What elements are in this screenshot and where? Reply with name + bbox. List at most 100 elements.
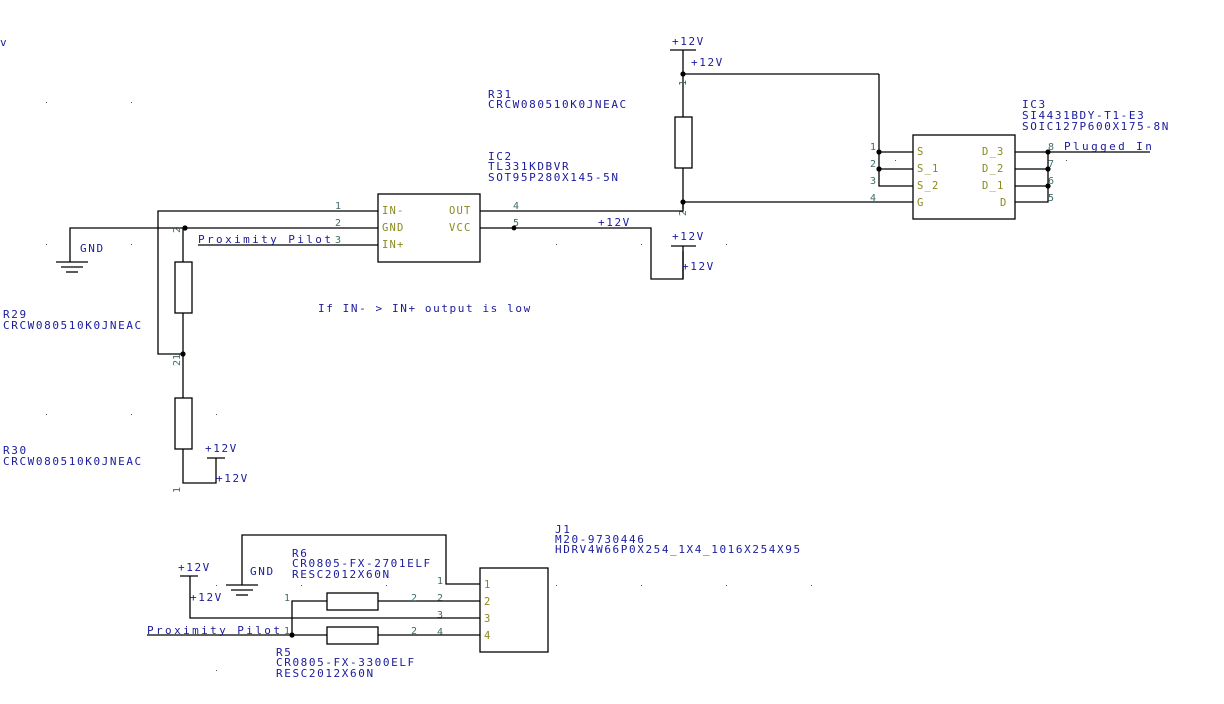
svg-text:S_1: S_1 xyxy=(917,163,940,175)
junction xyxy=(876,149,882,155)
j1-ref: J1 xyxy=(555,523,571,536)
wire-out-to-gate xyxy=(480,201,879,212)
resistor-r6[interactable]: 1 2 xyxy=(284,592,480,635)
svg-text:S_2: S_2 xyxy=(917,180,940,192)
net-label-gnd: GND xyxy=(80,242,105,255)
svg-text:1: 1 xyxy=(437,576,443,587)
r6-ref: R6 xyxy=(292,547,308,560)
svg-text:3: 3 xyxy=(484,613,492,625)
svg-text:8: 8 xyxy=(1048,142,1054,153)
svg-text:2: 2 xyxy=(172,360,183,366)
ic3-value: SI4431BDY-T1-E3 xyxy=(1022,109,1145,122)
svg-text:D_3: D_3 xyxy=(982,146,1005,158)
net-label-12v-j1: +12V xyxy=(190,591,223,604)
grid-dots xyxy=(46,102,1067,671)
svg-text:4: 4 xyxy=(513,201,519,212)
net-label-proximity-pilot-j1: Proximity Pilot xyxy=(147,624,282,637)
power-symbol-12v-vcc: +12V xyxy=(671,230,705,279)
svg-text:2: 2 xyxy=(335,218,341,229)
resistor-r30[interactable]: 2 1 xyxy=(172,354,217,493)
design-note: If IN- > IN+ output is low xyxy=(318,302,532,315)
r30-value: CRCW080510K0JNEAC xyxy=(3,455,143,468)
r29-ref: R29 xyxy=(3,308,28,321)
net-label-plugged-in: Plugged In xyxy=(1064,140,1154,153)
svg-text:5: 5 xyxy=(1048,193,1054,204)
gnd-symbol-j1 xyxy=(226,584,258,596)
svg-text:1: 1 xyxy=(284,626,290,637)
r5-footprint: RESC2012X60N xyxy=(276,667,375,680)
svg-text:2: 2 xyxy=(411,626,417,637)
connector-j1[interactable]: 1 2 3 4 1 2 3 4 xyxy=(437,567,549,653)
svg-text:D: D xyxy=(1000,197,1008,209)
gnd-symbol-ic2 xyxy=(56,261,88,273)
svg-text:2: 2 xyxy=(437,593,443,604)
svg-text:IN-: IN- xyxy=(382,205,405,217)
net-label-12v-vcc-2: +12V xyxy=(682,260,715,273)
r5-value: CR0805-FX-3300ELF xyxy=(276,656,416,669)
svg-text:D_1: D_1 xyxy=(982,180,1005,192)
wire-gnd-ic2 xyxy=(69,227,378,262)
ic3-mosfet[interactable]: S S_1 S_2 G D_3 D_2 D_1 D 1 2 3 4 8 7 6 … xyxy=(870,134,1054,220)
junction xyxy=(289,632,295,638)
svg-text:1: 1 xyxy=(335,201,341,212)
svg-text:5: 5 xyxy=(513,218,519,229)
net-label-12v-vcc: +12V xyxy=(598,216,631,229)
edge-fragment-label: v xyxy=(0,36,8,49)
wire-ic3-source-bus xyxy=(878,74,913,187)
svg-text:+12V: +12V xyxy=(672,230,705,243)
svg-text:1: 1 xyxy=(172,487,183,493)
svg-text:1: 1 xyxy=(484,579,492,591)
junction xyxy=(876,166,882,172)
ic3-ref: IC3 xyxy=(1022,98,1047,111)
svg-text:1: 1 xyxy=(870,142,876,153)
svg-text:4: 4 xyxy=(484,630,492,642)
r6-footprint: RESC2012X60N xyxy=(292,568,391,581)
wire-ic3-drain-bus xyxy=(1015,152,1049,203)
j1-footprint: HDRV4W66P0X254_1X4_1016X254X95 xyxy=(555,543,802,556)
net-label-12v-r30: +12V xyxy=(216,472,249,485)
svg-text:+12V: +12V xyxy=(178,561,211,574)
svg-text:OUT: OUT xyxy=(449,205,472,217)
ic2-comparator[interactable]: IN- GND IN+ OUT VCC 1 2 3 4 5 xyxy=(335,193,519,263)
power-symbol-12v-j1: +12V xyxy=(178,561,211,577)
svg-text:3: 3 xyxy=(335,235,341,246)
j1-value: M20-9730446 xyxy=(555,533,645,546)
svg-text:S: S xyxy=(917,146,925,158)
r31-value: CRCW080510K0JNEAC xyxy=(488,98,628,111)
ic2-ref: IC2 xyxy=(488,150,513,163)
resistor-r31[interactable]: 1 2 xyxy=(674,74,693,216)
ic2-footprint: SOT95P280X145-5N xyxy=(488,171,620,184)
r29-value: CRCW080510K0JNEAC xyxy=(3,319,143,332)
r31-ref: R31 xyxy=(488,88,513,101)
svg-text:7: 7 xyxy=(1048,159,1054,170)
net-label-gnd-j1: GND xyxy=(250,565,275,578)
svg-text:1: 1 xyxy=(284,593,290,604)
svg-text:VCC: VCC xyxy=(449,222,472,234)
svg-text:D_2: D_2 xyxy=(982,163,1005,175)
net-label-proximity-pilot: Proximity Pilot xyxy=(198,233,333,246)
svg-text:+12V: +12V xyxy=(205,442,238,455)
wire-j1-12v xyxy=(189,576,480,619)
svg-text:3: 3 xyxy=(437,610,443,621)
wire-j1-gnd xyxy=(241,534,480,585)
r5-ref: R5 xyxy=(276,646,292,659)
svg-text:IN+: IN+ xyxy=(382,239,405,251)
junction xyxy=(1045,166,1051,172)
svg-text:1: 1 xyxy=(172,354,183,360)
junction xyxy=(1045,149,1051,155)
svg-text:2: 2 xyxy=(870,159,876,170)
resistor-r29[interactable]: 2 1 xyxy=(172,227,193,360)
svg-text:4: 4 xyxy=(437,627,443,638)
svg-text:2: 2 xyxy=(678,210,689,216)
svg-text:+12V: +12V xyxy=(672,35,705,48)
r30-ref: R30 xyxy=(3,444,28,457)
power-symbol-12v-top: +12V xyxy=(670,35,705,74)
ic3-footprint: SOIC127P600X175-8N xyxy=(1022,120,1170,133)
svg-text:2: 2 xyxy=(484,596,492,608)
wire-vcc-12v xyxy=(480,227,684,280)
svg-text:2: 2 xyxy=(172,227,183,233)
svg-text:2: 2 xyxy=(411,593,417,604)
resistor-r5[interactable]: 1 2 xyxy=(284,626,480,645)
junction xyxy=(182,225,188,231)
svg-text:GND: GND xyxy=(382,222,405,234)
